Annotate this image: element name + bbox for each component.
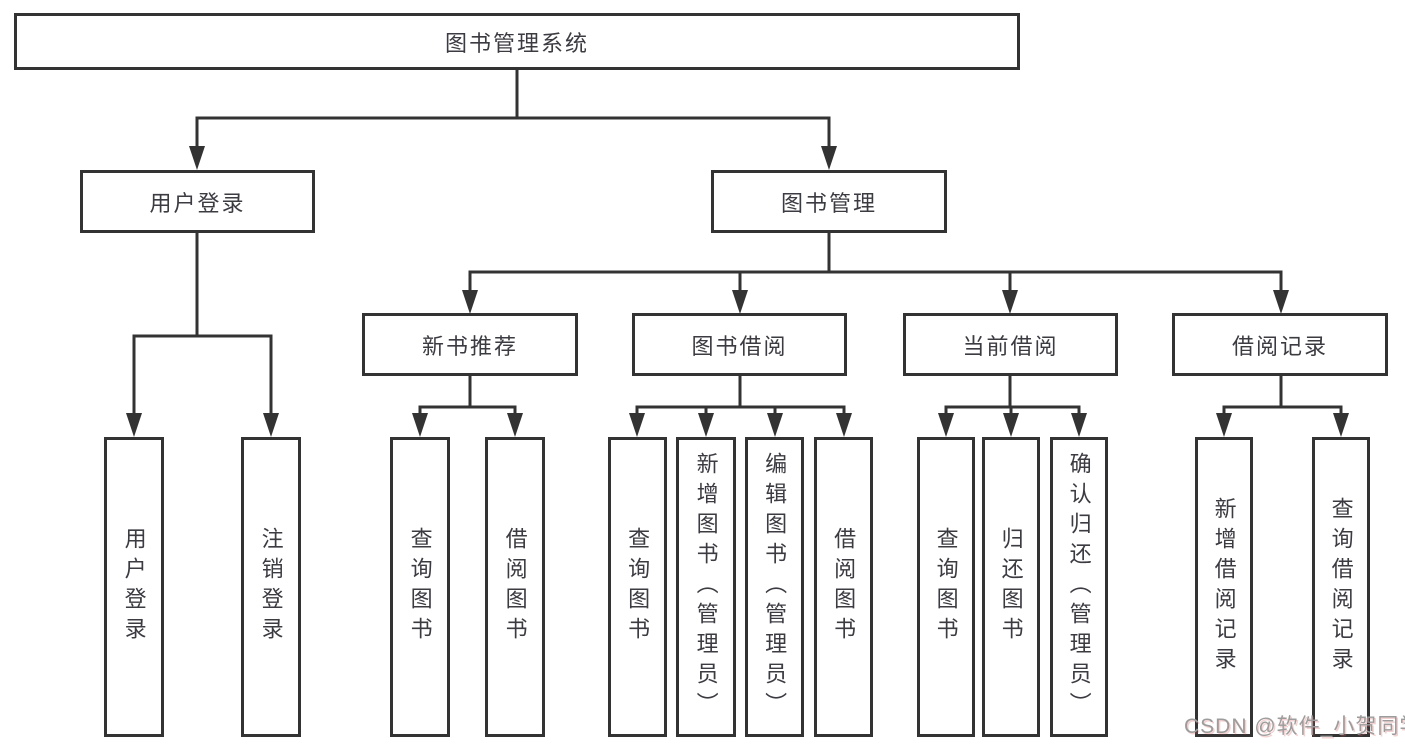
leaf-label: 借阅图书	[831, 527, 857, 647]
node-label: 借阅记录	[1231, 333, 1328, 359]
node-label: 图书管理系统	[444, 30, 589, 56]
leaf-label: 编辑图书（管理员）	[762, 452, 788, 722]
node-book-borrowing: 图书借阅	[632, 313, 847, 376]
leaf-confirm-return-admin: 确认归还（管理员）	[1050, 437, 1108, 737]
leaf-label: 查询图书	[407, 527, 433, 647]
leaf-borrow-books-borrowing: 借阅图书	[814, 437, 873, 737]
node-label: 图书管理	[780, 190, 877, 216]
leaf-label: 注销登录	[258, 527, 284, 647]
leaf-return-books: 归还图书	[982, 437, 1040, 737]
leaf-label: 查询图书	[625, 527, 651, 647]
leaf-label: 查询图书	[933, 527, 959, 647]
node-new-book-recommendation: 新书推荐	[362, 313, 578, 376]
leaf-label: 新增借阅记录	[1211, 497, 1237, 677]
leaf-query-books-borrowing: 查询图书	[608, 437, 667, 737]
leaf-add-books-admin: 新增图书（管理员）	[676, 437, 736, 737]
leaf-borrow-books-recommend: 借阅图书	[485, 437, 545, 737]
leaf-query-borrow-record: 查询借阅记录	[1312, 437, 1370, 737]
node-book-management: 图书管理	[711, 170, 947, 233]
watermark: CSDN @软件_小贺同学	[1184, 715, 1405, 738]
leaf-user-login: 用户登录	[104, 437, 164, 737]
leaf-label: 新增图书（管理员）	[693, 452, 719, 722]
leaf-label: 查询借阅记录	[1328, 497, 1354, 677]
node-label: 当前借阅	[962, 333, 1059, 359]
leaf-logout: 注销登录	[241, 437, 301, 737]
leaf-query-books-recommend: 查询图书	[390, 437, 450, 737]
leaf-label: 用户登录	[121, 527, 147, 647]
leaf-add-borrow-record: 新增借阅记录	[1195, 437, 1253, 737]
node-label: 图书借阅	[691, 333, 788, 359]
node-label: 用户登录	[149, 190, 246, 216]
node-system-root: 图书管理系统	[14, 13, 1020, 70]
leaf-label: 借阅图书	[502, 527, 528, 647]
node-borrowing-records: 借阅记录	[1172, 313, 1388, 376]
node-label: 新书推荐	[421, 333, 518, 359]
node-current-borrowing: 当前借阅	[903, 313, 1118, 376]
leaf-label: 归还图书	[998, 527, 1024, 647]
leaf-label: 确认归还（管理员）	[1066, 452, 1092, 722]
node-user-login: 用户登录	[80, 170, 315, 233]
leaf-query-books-current: 查询图书	[917, 437, 975, 737]
leaf-edit-books-admin: 编辑图书（管理员）	[745, 437, 804, 737]
